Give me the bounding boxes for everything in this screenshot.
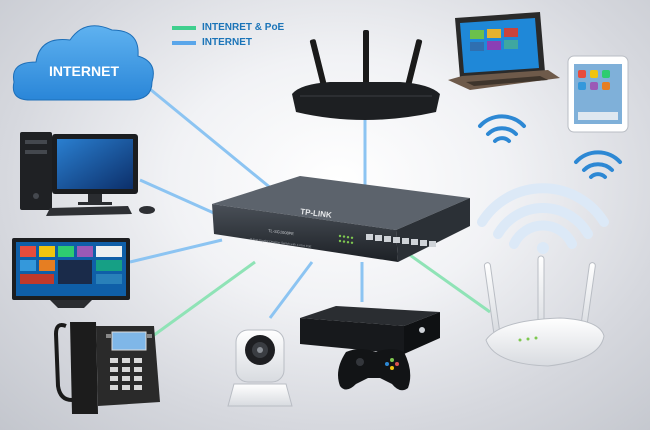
internet-cloud: INTERNET: [12, 25, 154, 101]
legend-swatch-internet-poe: [172, 25, 196, 30]
desktop-computer: [20, 132, 155, 216]
wireless-access-point: [483, 255, 605, 367]
legend-item-internet: INTERNET: [172, 35, 284, 50]
switch-model: TL-SG1008PE: [268, 228, 295, 236]
link-tv: [129, 238, 223, 264]
smart-tv: [12, 238, 130, 308]
legend: INTENRET & PoE INTERNET: [172, 20, 284, 50]
router: [292, 30, 440, 120]
ip-camera: [227, 329, 293, 407]
tablet-wifi-signal: [574, 150, 622, 179]
legend-label-internet-poe: INTENRET & PoE: [202, 22, 285, 33]
access-point-wifi-signal: [477, 183, 609, 254]
game-controller: [338, 349, 411, 391]
laptop: [448, 12, 560, 90]
tablet: [567, 55, 629, 133]
game-console: [300, 306, 440, 354]
legend-label-internet: INTERNET: [202, 37, 252, 48]
link-desktop: [139, 178, 226, 220]
legend-item-internet-poe: INTENRET & PoE: [172, 20, 284, 35]
internet-cloud-label: INTERNET: [49, 63, 119, 79]
switch-brand: TP-LINK: [300, 207, 333, 220]
legend-swatch-internet: [172, 40, 196, 45]
link-access-point: [399, 246, 491, 314]
laptop-wifi-signal: [478, 114, 526, 143]
link-phone: [149, 260, 256, 340]
poe-switch: TP-LINK TL-SG1008PE 8-Port Gigabit Deskt…: [212, 176, 470, 262]
switch-subtitle: 8-Port Gigabit Desktop Switch with 4-Por…: [250, 237, 312, 248]
ip-phone: [53, 322, 160, 414]
link-camera: [268, 261, 314, 319]
